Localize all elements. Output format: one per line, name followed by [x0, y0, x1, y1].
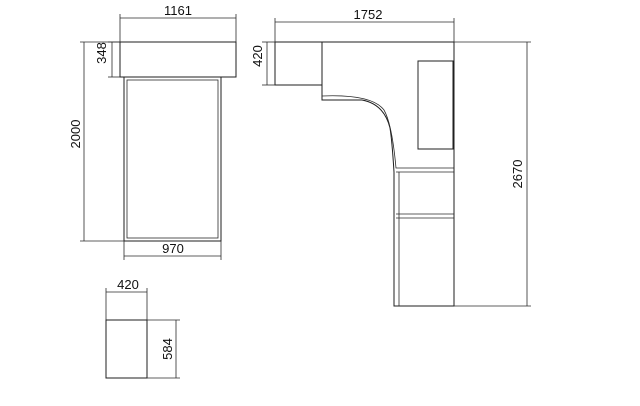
dim-corner-height: 2670: [510, 160, 525, 189]
corner-unit: 1752 420 2670: [250, 7, 531, 307]
corner-top-box: [274, 41, 323, 86]
bed-frame: [123, 76, 222, 242]
small-unit-box: [105, 319, 148, 379]
corner-side-panel: [417, 60, 454, 150]
dim-corner-top-depth: 420: [250, 45, 265, 67]
dim-small-height: 584: [160, 338, 175, 360]
bed-frame-inner: [126, 79, 219, 239]
bed-top-cabinet: [119, 41, 237, 78]
dim-small-width: 420: [117, 277, 139, 292]
bed-view: 1161 348 2000 970: [68, 3, 237, 260]
dim-bed-height: 2000: [68, 120, 83, 149]
dim-corner-width: 1752: [354, 7, 383, 22]
small-unit: 420 584: [105, 277, 180, 379]
dim-bed-top-width: 1161: [164, 3, 192, 18]
dim-bed-bottom-width: 970: [162, 241, 184, 256]
corner-outline: [321, 41, 455, 307]
dim-bed-top-depth: 348: [94, 42, 109, 64]
